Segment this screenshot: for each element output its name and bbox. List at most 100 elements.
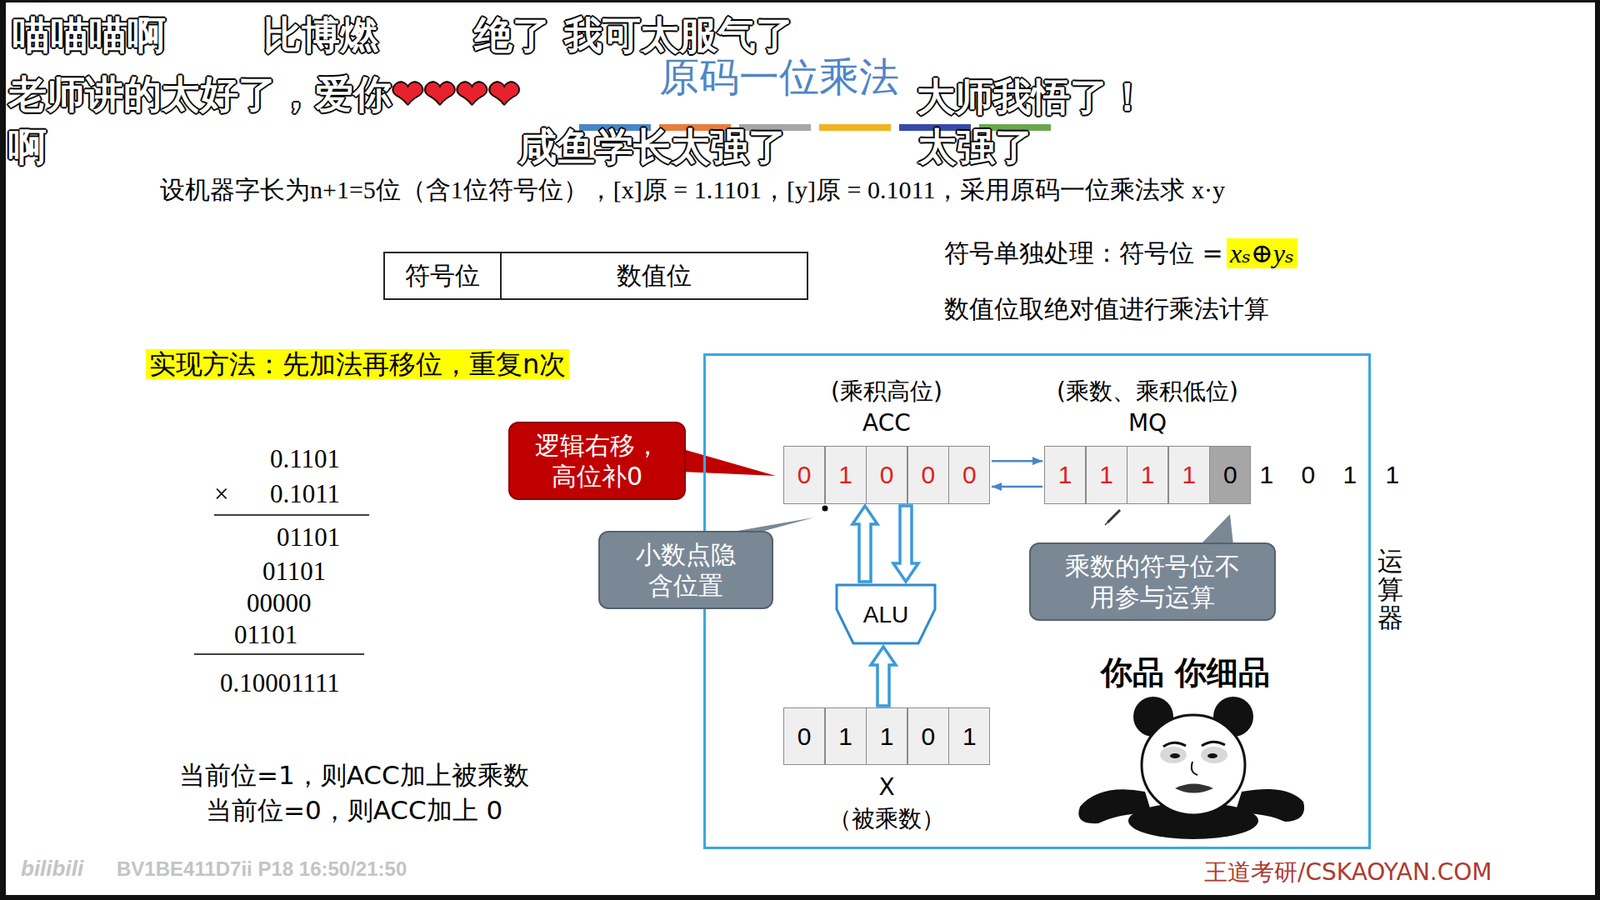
sign-rule: 符号单独处理：符号位 = xyxy=(944,239,1224,269)
shifted-out-bit: 1 xyxy=(1260,460,1275,490)
bit-value: 0 xyxy=(920,720,935,753)
value-field: 数值位 xyxy=(500,251,809,300)
mq-register: 11110(乘数、乘积低位)MQ xyxy=(1044,445,1251,505)
magnitude-rule: 数值位取绝对值进行乘法计算 xyxy=(944,295,1270,325)
callout-tail xyxy=(680,448,776,476)
shifted-out-bit: 1 xyxy=(1343,460,1358,490)
register-heading: X xyxy=(878,771,895,804)
register-bit: 1 xyxy=(825,445,867,505)
publisher-mark: 王道考研/CSKAOYAN.COM xyxy=(1204,859,1492,886)
bullet-comment: 咸鱼学长太强了 xyxy=(518,125,787,170)
sum-rule xyxy=(194,653,365,655)
bullet-comment: 大师我悟了！ xyxy=(916,75,1147,120)
bit-value: 1 xyxy=(1099,459,1114,491)
bit-value: 0 xyxy=(1223,459,1238,491)
panda-eye xyxy=(1207,753,1218,759)
frame-heading-group: 运算器 xyxy=(1377,546,1404,632)
field-label: 数值位 xyxy=(616,260,692,292)
partial-product: 01101 xyxy=(234,620,298,650)
rule-note: 当前位=1，则ACC加上被乘数 xyxy=(179,760,530,791)
bit-value: 0 xyxy=(880,459,895,491)
panda-head xyxy=(1141,715,1245,815)
frame-edge xyxy=(0,895,1600,900)
register-heading-group: (乘数、乘积低位)MQ xyxy=(1056,375,1239,440)
register-heading-group: X（被乘数） xyxy=(828,771,945,835)
bullet-comment: 绝了 我可太服气了 xyxy=(474,13,795,58)
partial-product: 01101 xyxy=(276,522,340,553)
register-bit: 1 xyxy=(1085,445,1128,505)
bullet-comment: 老师讲的太好了，爱你❤❤❤❤ xyxy=(8,72,520,117)
register-bit: 0 xyxy=(783,707,825,765)
callout-text: 乘数的符号位不 用参与运算 xyxy=(1042,550,1263,614)
transfer-arrow xyxy=(991,460,1043,463)
bit-value: 1 xyxy=(838,459,853,491)
panda-mouth xyxy=(1175,784,1214,794)
callout-text: 小数点隐 含位置 xyxy=(611,539,760,602)
bit-value: 1 xyxy=(838,720,853,753)
panda-brow xyxy=(1201,741,1225,746)
times-sign: × xyxy=(214,479,229,510)
panda-arm xyxy=(1078,789,1152,824)
bit-value: 0 xyxy=(797,459,812,491)
sum-rule xyxy=(214,514,370,516)
product-result: 0.10001111 xyxy=(220,668,340,699)
frame-edge xyxy=(0,0,1600,3)
transfer-arrow xyxy=(991,485,1043,489)
panda-meme xyxy=(1078,696,1305,840)
binary-point-dot xyxy=(822,505,829,512)
register-heading: MQ xyxy=(1128,407,1167,440)
register-heading: (乘积高位) xyxy=(830,375,943,408)
panda-eye xyxy=(1170,753,1180,759)
register-bit: 0 xyxy=(907,707,950,765)
arithmetic-unit-frame: 01000(乘积高位)ACC11110(乘数、乘积低位)MQALU乘数的符号位不… xyxy=(703,353,1371,850)
bullet-comment: 啊 xyxy=(8,125,47,170)
pencil-tip xyxy=(1105,522,1108,525)
watermark: BV1BE411D7ii P18 16:50/21:50 xyxy=(116,857,407,881)
bit-value: 1 xyxy=(1140,459,1155,491)
bullet-comment: 太强了 xyxy=(918,125,1034,170)
partial-product: 01101 xyxy=(262,556,326,587)
register-bit: 1 xyxy=(1168,445,1210,505)
bullet-comment: 喵喵喵啊 xyxy=(12,13,166,58)
register-heading-group: (乘积高位)ACC xyxy=(830,375,943,440)
register-bit: 1 xyxy=(865,707,908,765)
bullet-comment: 比博燃 xyxy=(263,13,379,58)
field-label: 符号位 xyxy=(405,260,480,292)
panda-shade xyxy=(1200,746,1228,764)
register-bit: 0 xyxy=(865,445,908,505)
grey-callout: 乘数的符号位不 用参与运算 xyxy=(1029,542,1276,621)
partial-product: 00000 xyxy=(246,588,312,619)
panda-nose xyxy=(1191,761,1198,775)
panda-arm xyxy=(1235,789,1305,822)
pencil-body xyxy=(1107,510,1120,523)
bit-value: 1 xyxy=(1181,459,1196,491)
data-path-arrow xyxy=(893,505,919,582)
register-bit: 1 xyxy=(1044,445,1086,505)
method-note: 实现方法：先加法再移位，重复n次 xyxy=(145,349,570,380)
bit-value: 1 xyxy=(880,720,895,753)
register-bit: 0 xyxy=(907,445,950,505)
register-heading: ACC xyxy=(862,407,911,440)
frame-edge xyxy=(1595,0,1600,900)
shifted-out-bit: 1 xyxy=(1385,460,1400,490)
callout-text: 逻辑右移， 高位补0 xyxy=(521,430,673,493)
problem-statement: 设机器字长为n+1=5位（含1位符号位），[x]原 = 1.1101，[y]原 … xyxy=(160,175,1225,205)
shifted-out-bit: 0 xyxy=(1301,460,1316,490)
alu-shape: ALU xyxy=(835,583,937,645)
unit-name: 运算器 xyxy=(1377,546,1404,632)
bit-value: 1 xyxy=(1058,459,1073,491)
register-heading: (乘数、乘积低位) xyxy=(1056,375,1239,408)
register-heading: （被乘数） xyxy=(828,803,945,835)
watermark: bilibili xyxy=(20,856,84,882)
multiplicand: 0.1101 xyxy=(270,444,340,475)
red-callout: 逻辑右移， 高位补0 xyxy=(508,421,686,500)
sign-field: 符号位 xyxy=(383,251,502,300)
color-bar xyxy=(819,124,891,131)
panda-shade xyxy=(1160,746,1187,764)
alu-label: ALU xyxy=(863,600,909,630)
x-register: 01101X（被乘数） xyxy=(783,707,990,765)
rule-note: 当前位=0，则ACC加上 0 xyxy=(205,795,503,826)
bit-value: 1 xyxy=(962,720,977,753)
sign-formula: xₛ⊕yₛ xyxy=(1226,238,1298,270)
